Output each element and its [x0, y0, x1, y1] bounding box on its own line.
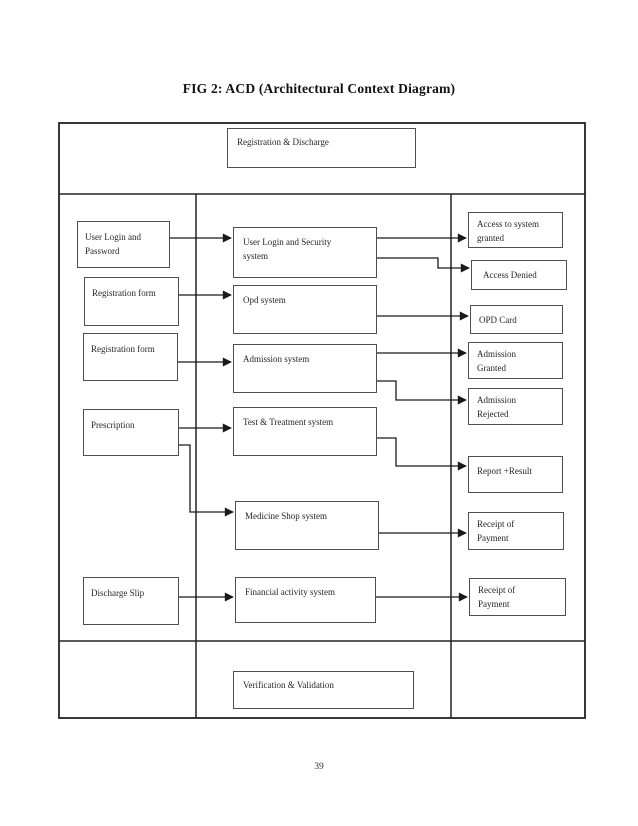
node-admission-rejected: Admission Rejected	[468, 388, 563, 425]
node-opd-system: Opd system	[233, 285, 377, 334]
node-registration-discharge: Registration & Discharge	[227, 128, 416, 168]
node-registration-form-2: Registration form	[83, 333, 178, 381]
arrow-admission-to-rejected	[377, 380, 467, 405]
arrow-prescription-to-medicine-shop	[179, 444, 234, 517]
node-access-denied: Access Denied	[471, 260, 567, 290]
node-admission-system: Admission system	[233, 344, 377, 393]
node-registration-form-1: Registration form	[84, 277, 179, 326]
node-financial-activity-system: Financial activity system	[235, 577, 376, 623]
node-medicine-shop-system: Medicine Shop system	[235, 501, 379, 550]
node-user-login-security-system: User Login and Security system	[233, 227, 377, 278]
node-prescription: Prescription	[83, 409, 179, 456]
node-test-treatment-system: Test & Treatment system	[233, 407, 377, 456]
page-number: 39	[314, 762, 324, 772]
node-discharge-slip: Discharge Slip	[83, 577, 179, 625]
node-access-to-system-granted: Access to system granted	[468, 212, 563, 248]
node-opd-card: OPD Card	[470, 305, 563, 334]
node-user-login-password: User Login and Password	[77, 221, 170, 268]
diagram-outer-frame	[58, 122, 586, 719]
node-admission-granted: Admission Granted	[468, 342, 563, 379]
node-receipt-of-payment-1: Receipt of Payment	[468, 512, 564, 550]
arrow-test-to-report-result	[377, 437, 467, 471]
arrow-security-to-access-denied	[377, 257, 470, 273]
node-report-result: Report +Result	[468, 456, 563, 493]
figure-title: FIG 2: ACD (Architectural Context Diagra…	[182, 81, 456, 96]
node-verification-validation: Verification & Validation	[233, 671, 414, 709]
node-receipt-of-payment-2: Receipt of Payment	[469, 578, 566, 616]
